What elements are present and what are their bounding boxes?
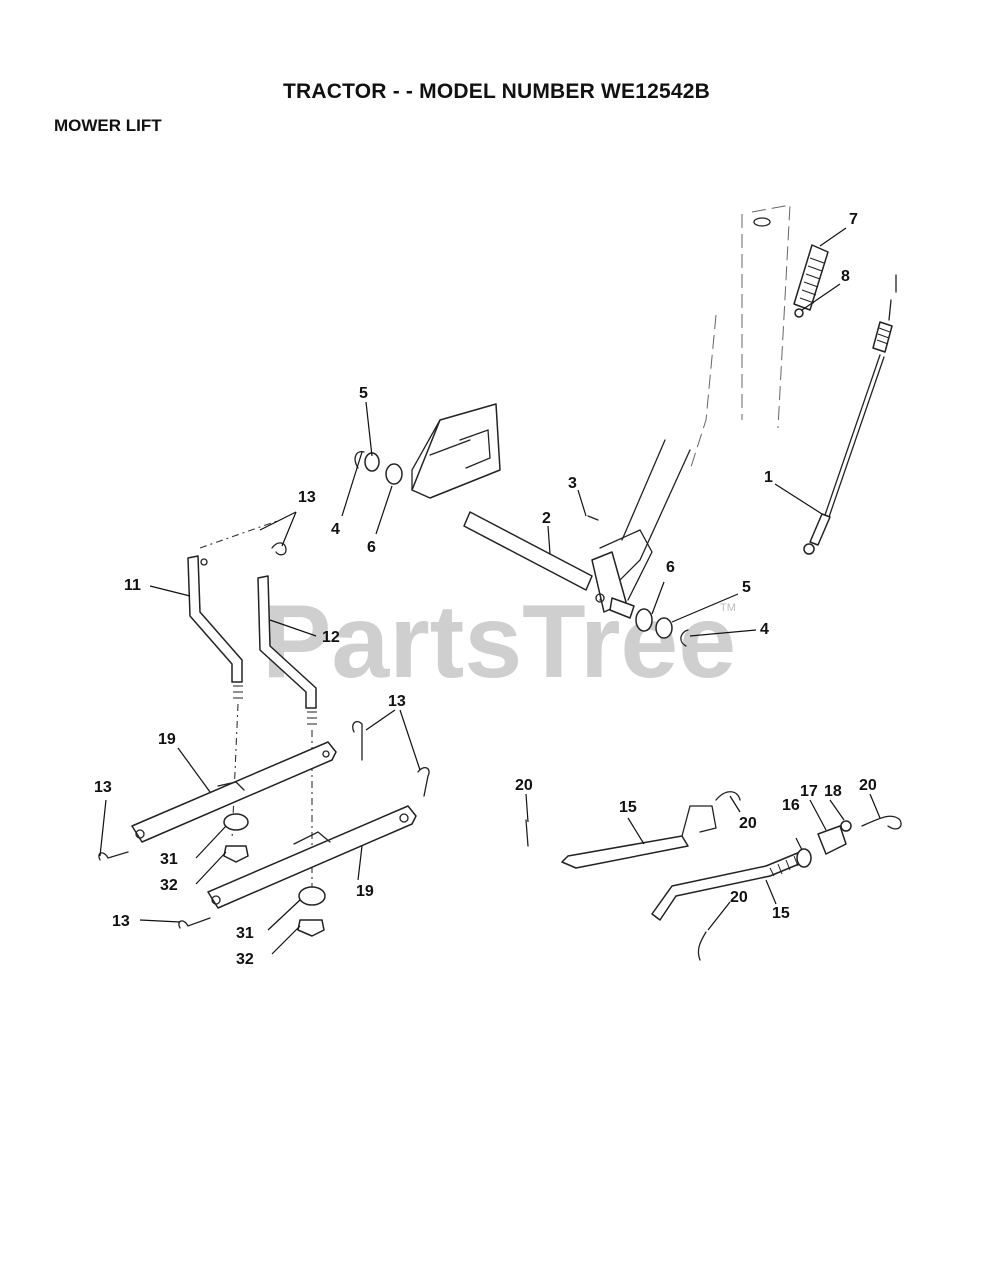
callout-1: 1: [764, 469, 773, 486]
lift-lever-housing: [599, 204, 791, 601]
callout-20-right: 20: [859, 777, 877, 794]
right-shaft-hardware: [635, 608, 689, 647]
callout-6-left: 6: [367, 539, 376, 556]
link-dash-top: [199, 519, 281, 549]
left-shaft-hardware: [354, 451, 403, 485]
callout-labels: 1 2 3 4 4 5 5 6 6 7 8 11 12 13 13 13 13 …: [94, 211, 877, 968]
callout-12: 12: [322, 629, 340, 646]
callout-13-right: 13: [388, 693, 406, 710]
callout-32-left: 32: [160, 877, 178, 894]
callout-31-left: 31: [160, 851, 178, 868]
trunnion-17: [817, 825, 847, 855]
cotter-pin-c: [697, 931, 707, 961]
callout-19-upper: 19: [158, 731, 176, 748]
callout-13-left: 13: [94, 779, 112, 796]
callout-20-lower: 20: [730, 889, 748, 906]
callout-11: 11: [124, 577, 141, 594]
watermark-trademark: TM: [720, 602, 736, 614]
leader-lines: [99, 227, 881, 955]
callout-13-bottom: 13: [112, 913, 130, 930]
callout-2: 2: [542, 510, 551, 527]
cotter-pin-b: [861, 815, 902, 830]
callout-31-right: 31: [236, 925, 254, 942]
callout-15-lower: 15: [772, 905, 790, 922]
callout-20-mid: 20: [739, 815, 757, 832]
clip-lower-left: [178, 917, 211, 929]
spacer-16: [796, 848, 812, 868]
cross-shaft: [463, 511, 653, 619]
callout-32-right: 32: [236, 951, 254, 968]
callout-19-lower: 19: [356, 883, 374, 900]
callout-5-left: 5: [359, 385, 368, 402]
page-title: TRACTOR - - MODEL NUMBER WE12542B: [282, 80, 711, 103]
callout-18: 18: [824, 783, 842, 800]
clip-arm-end: [417, 767, 430, 797]
callout-13-top: 13: [298, 489, 316, 506]
callout-15-upper: 15: [619, 799, 637, 816]
pivot-bracket: [411, 403, 501, 499]
lift-rod-spring: [803, 274, 897, 555]
bolt-18: [840, 820, 852, 832]
spacer-nut-left: [223, 813, 249, 863]
callout-6-right: 6: [666, 559, 675, 576]
cotter-pin-a: [525, 819, 529, 847]
lift-handle-grip: [793, 244, 829, 311]
lift-button: [794, 308, 804, 318]
callout-3: 3: [568, 475, 577, 492]
callout-5-right: 5: [742, 579, 751, 596]
clip-left: [98, 851, 129, 861]
callout-7: 7: [849, 211, 858, 228]
clip-upper-right: [352, 720, 363, 761]
spacer-nut-right: [297, 886, 326, 937]
section-title: MOWER LIFT: [54, 116, 162, 135]
watermark-text: PartsTree: [262, 584, 736, 700]
callout-4-left: 4: [331, 521, 340, 538]
callout-20-left: 20: [515, 777, 533, 794]
lift-link-11: [187, 555, 243, 699]
lift-link-12: [257, 575, 317, 725]
lift-arm-lower: [207, 805, 417, 909]
adjustment-rod-upper: [561, 791, 741, 869]
callout-16: 16: [782, 797, 800, 814]
callout-17: 17: [800, 783, 818, 800]
callout-4-right: 4: [760, 621, 769, 638]
shaft-pin: [587, 515, 599, 521]
callout-8: 8: [841, 268, 850, 285]
hair-pin-clip: [271, 542, 287, 556]
lift-arm-upper: [131, 741, 337, 843]
